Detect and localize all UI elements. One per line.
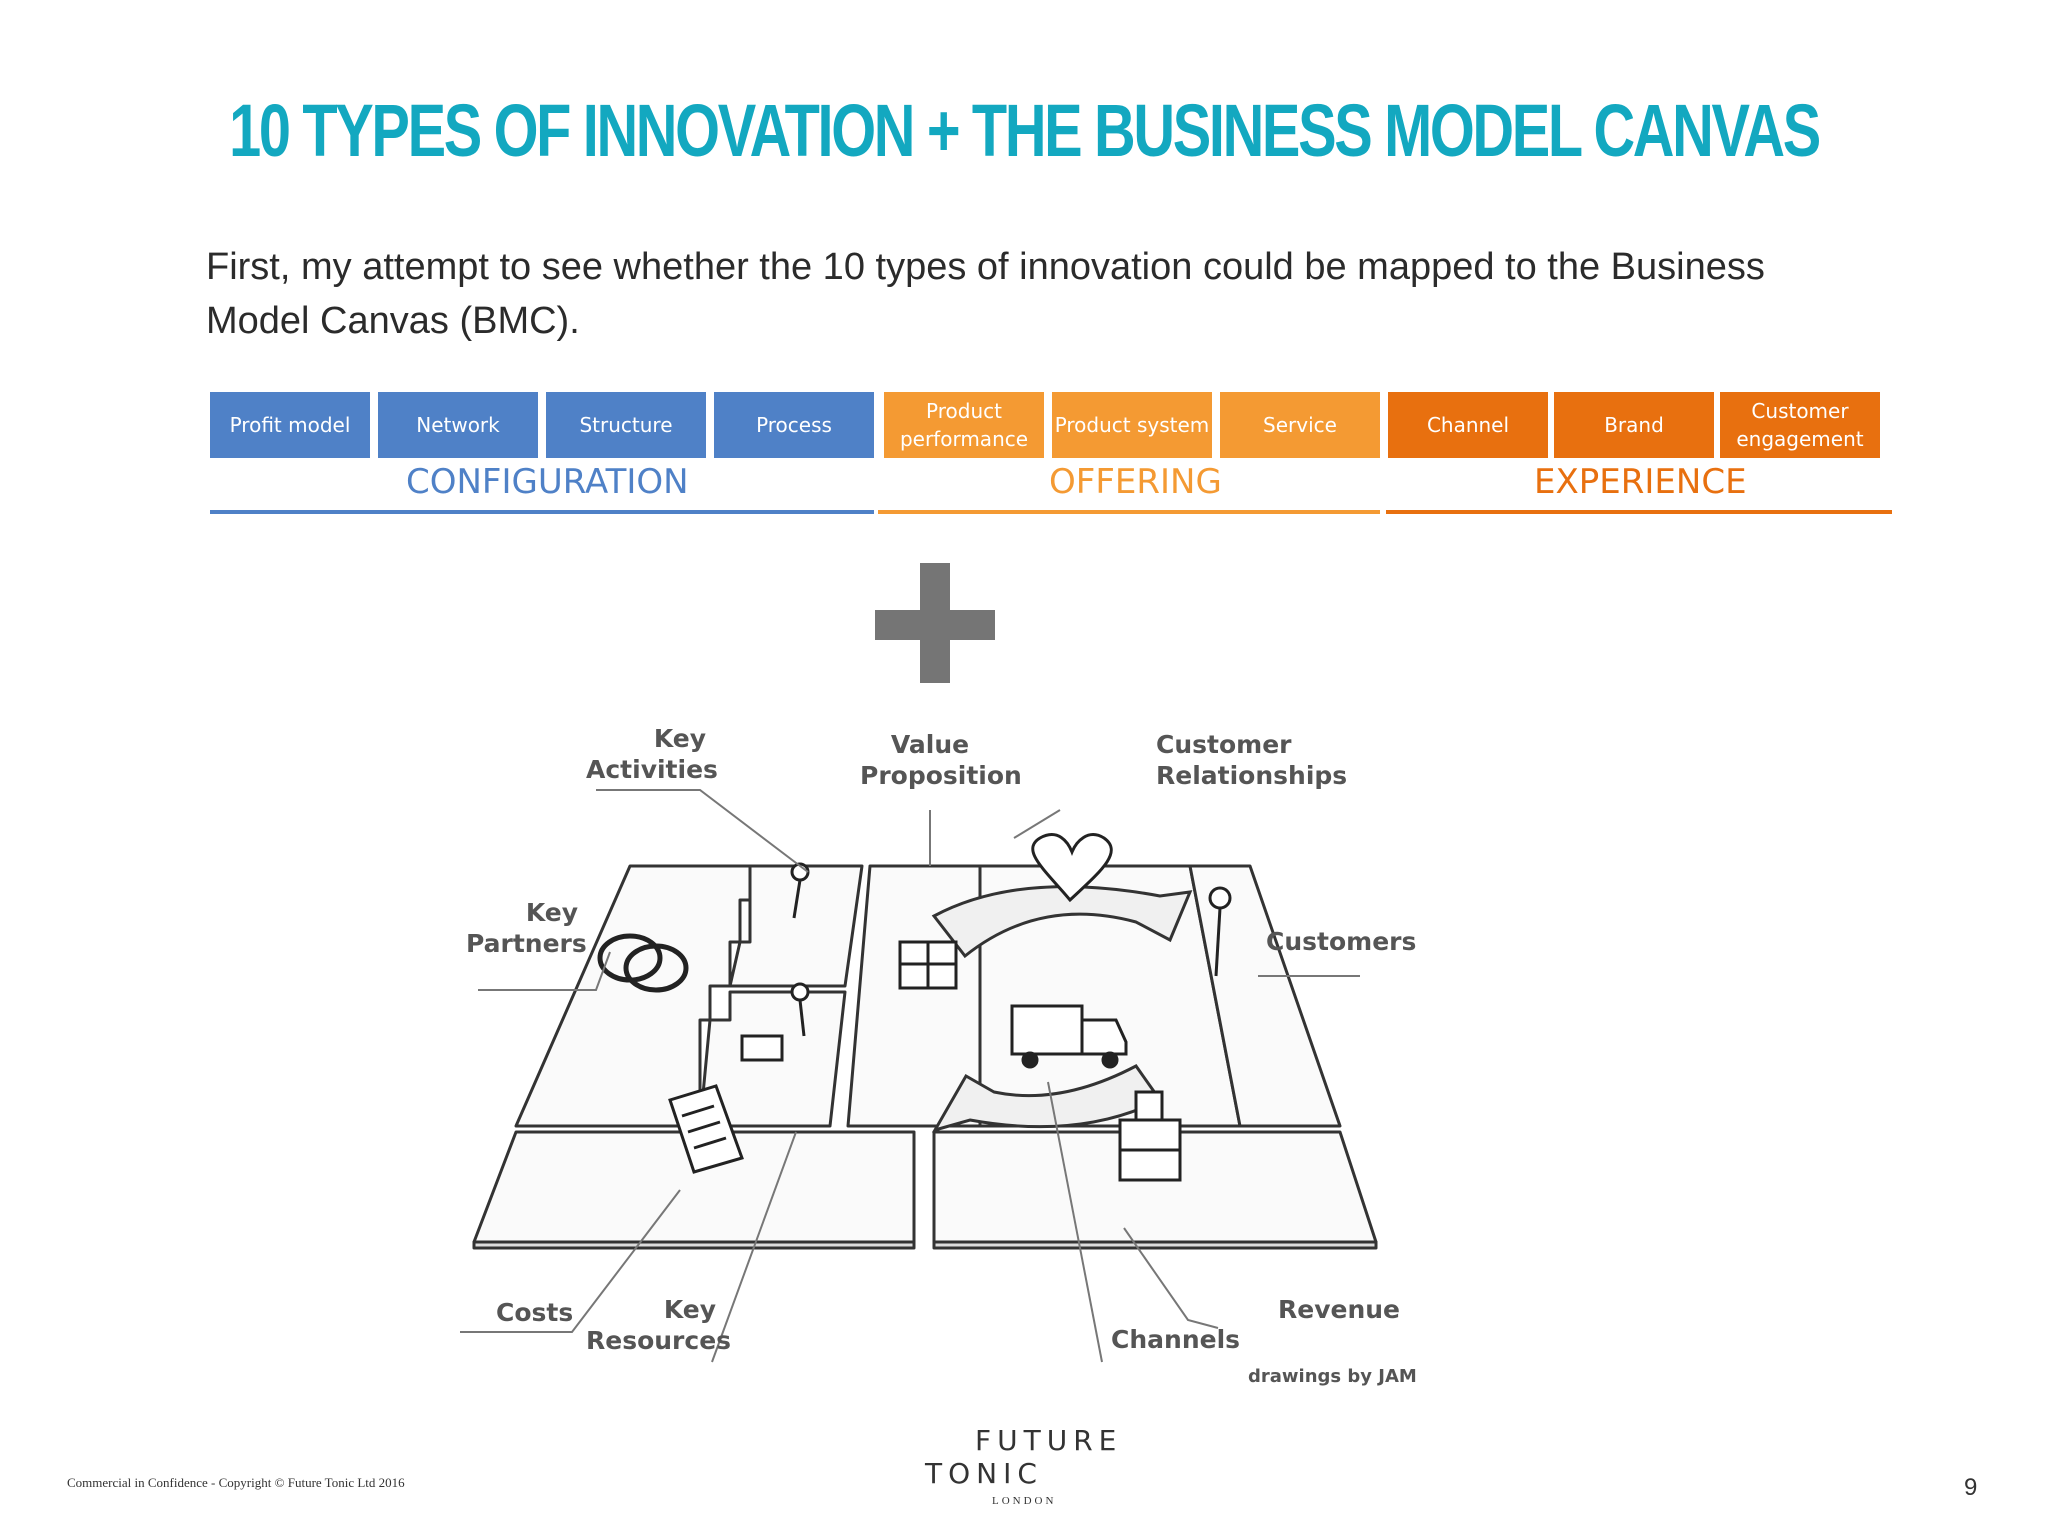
group-label-configuration: CONFIGURATION	[406, 462, 689, 502]
logo-text-future: FUTURE	[975, 1424, 1123, 1457]
tile-structure: Structure	[546, 392, 706, 458]
gift-icon	[898, 940, 958, 990]
truck-icon	[1010, 1004, 1128, 1069]
bmc-label-customer-relationships: Customer Relationships	[1156, 730, 1348, 790]
tile-process: Process	[714, 392, 874, 458]
offering-underline	[878, 510, 1380, 514]
logo-text-tonic: TONIC	[925, 1457, 1043, 1490]
bmc-label-costs: Costs	[496, 1298, 574, 1327]
rings-icon	[597, 933, 689, 993]
tile-profit-model: Profit model	[210, 392, 370, 458]
tile-product-system: Product system	[1052, 392, 1212, 458]
bmc-label-customers: Customers	[1266, 927, 1417, 956]
group-label-experience: EXPERIENCE	[1534, 462, 1747, 502]
drawings-credit: drawings by JAM	[1248, 1366, 1417, 1387]
bmc-label-revenue: Revenue	[1278, 1295, 1401, 1324]
customer-figure-icon	[1208, 886, 1232, 977]
page-number: 9	[1964, 1474, 1978, 1501]
business-model-canvas-sketch	[460, 789, 1378, 1363]
worker-icon	[740, 982, 810, 1062]
cash-register-icon	[1118, 1090, 1182, 1182]
logo-text-london: LONDON	[992, 1495, 1057, 1507]
experience-underline	[1386, 510, 1892, 514]
document-icon	[668, 1084, 744, 1174]
tile-network: Network	[378, 392, 538, 458]
configuration-underline	[210, 510, 874, 514]
bmc-label-key-partners: Key Partners	[466, 898, 587, 958]
tile-product-performance: Product performance	[884, 392, 1044, 458]
bmc-label-key-activities: Key Activities	[586, 724, 718, 784]
group-label-offering: OFFERING	[1049, 462, 1222, 502]
tile-brand: Brand	[1554, 392, 1714, 458]
customers-block	[1188, 864, 1342, 1128]
bmc-label-channels: Channels	[1111, 1325, 1241, 1354]
intro-text: First, my attempt to see whether the 10 …	[206, 246, 1765, 342]
tile-channel: Channel	[1388, 392, 1548, 458]
heart-icon	[1031, 833, 1113, 903]
plus-icon-bar	[875, 610, 995, 640]
page-title: 10 TYPES OF INNOVATION + THE BUSINESS MO…	[229, 89, 1821, 172]
bmc-label-key-resources: Key Resources	[586, 1295, 732, 1355]
tile-customer-engagement: Customer engagement	[1720, 392, 1880, 458]
confidentiality-note: Commercial in Confidence - Copyright © F…	[67, 1475, 405, 1490]
tile-service: Service	[1220, 392, 1380, 458]
bmc-label-value-proposition: Value Proposition	[860, 730, 1022, 790]
key-activities-block	[728, 864, 864, 988]
